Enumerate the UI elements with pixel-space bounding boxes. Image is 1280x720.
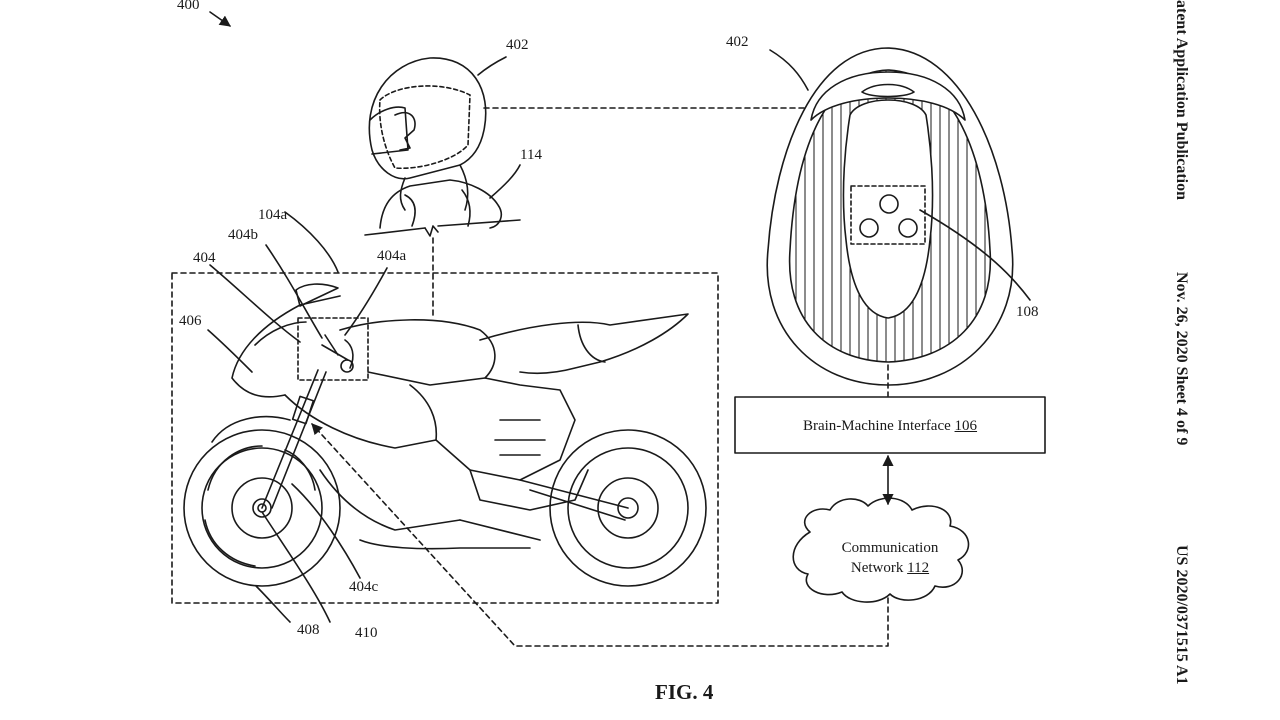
header-publication: atent Application Publication <box>1173 0 1190 201</box>
ref-404b-label: 404b <box>228 227 258 243</box>
header-number: US 2020/0371515 A1 <box>1173 545 1190 685</box>
leader-402b <box>769 49 809 91</box>
ref-404-label: 404 <box>193 250 216 266</box>
leader-404a <box>344 267 388 336</box>
handlebar-sensor-box <box>297 317 369 381</box>
ref-114-label: 114 <box>520 147 542 163</box>
network-cloud <box>792 497 970 603</box>
ref-404a-label: 404a <box>377 248 407 264</box>
ref-406-label: 406 <box>179 313 202 329</box>
leader-104a <box>284 211 339 273</box>
ref-104a-label: 104a <box>258 207 288 223</box>
header-date-sheet: Nov. 26, 2020 Sheet 4 of 9 <box>1173 272 1190 446</box>
leader-108 <box>919 209 1031 301</box>
link-network-to-sensor <box>311 423 889 647</box>
bmi-box <box>734 396 1046 454</box>
motorcycle <box>183 283 707 587</box>
network-text: Communication Network 112 <box>800 538 980 579</box>
leader-404 <box>209 264 301 343</box>
leader-114 <box>489 164 521 199</box>
network-line1: Communication <box>841 540 939 556</box>
network-ref: 112 <box>907 560 930 577</box>
ref-400-arrow <box>209 11 231 27</box>
helmet-top-view <box>766 47 1014 386</box>
leader-410 <box>261 511 331 623</box>
bmi-label: Brain-Machine Interface <box>802 418 951 434</box>
leader-408 <box>255 585 291 623</box>
network-line2: Network <box>850 560 904 577</box>
leader-404b <box>265 244 323 339</box>
figure-title: FIG. 4 <box>655 680 714 704</box>
bmi-box-text: Brain-Machine Interface 106 <box>735 416 1045 436</box>
leader-406 <box>207 329 253 373</box>
ref-410-label: 410 <box>355 625 378 641</box>
ref-408-label: 408 <box>297 622 320 638</box>
bmi-ref: 106 <box>954 418 978 434</box>
ref-402-helmet-label: 402 <box>726 34 749 50</box>
vehicle-enclosure <box>171 272 719 604</box>
leader-404c <box>291 483 361 579</box>
ref-404c-label: 404c <box>349 579 379 595</box>
ref-400-label: 400 <box>177 0 200 13</box>
ref-402-rider-label: 402 <box>506 37 529 53</box>
rider-with-helmet <box>364 57 521 237</box>
ref-108-label: 108 <box>1016 304 1039 320</box>
leader-402a <box>477 56 507 76</box>
